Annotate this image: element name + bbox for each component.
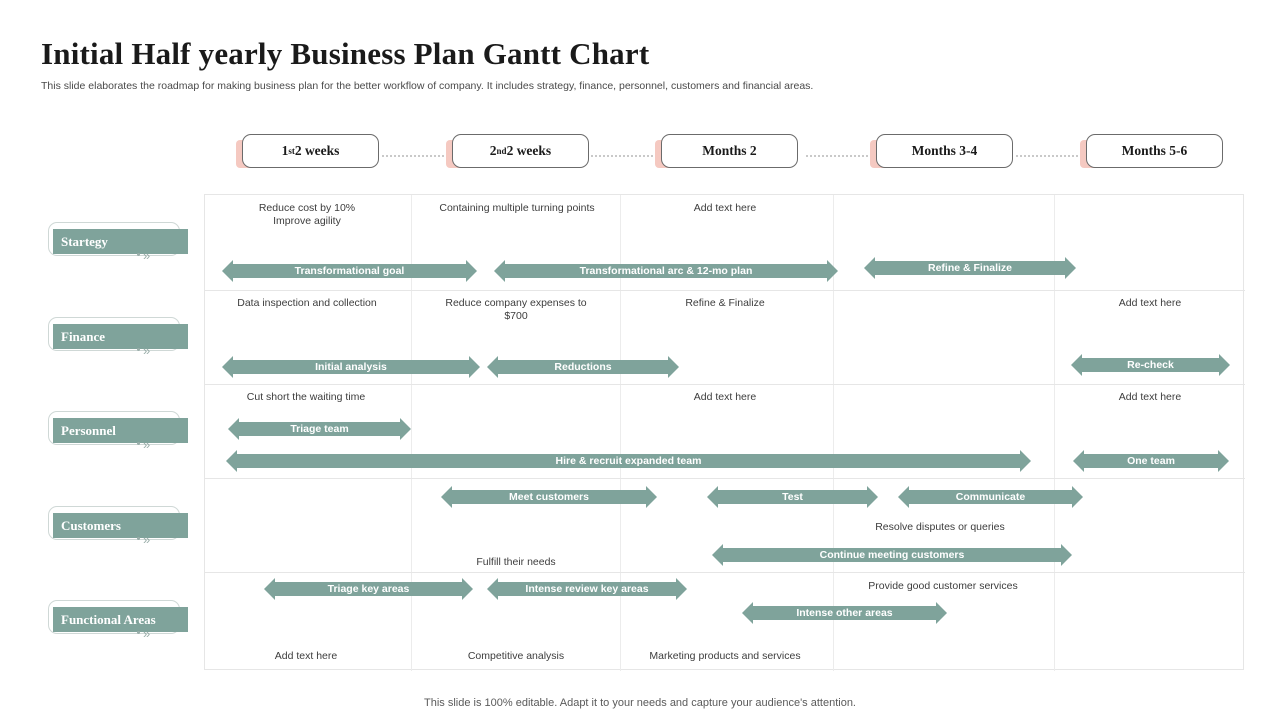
pill-outline bbox=[661, 134, 798, 168]
chevron-right-icon: » bbox=[137, 438, 150, 451]
chevron-right-icon: » bbox=[137, 344, 150, 357]
timeline-col-4-label: Months 3-4 bbox=[911, 143, 978, 158]
row-label-fill bbox=[53, 607, 188, 632]
row-label-customers[interactable]: Customers » bbox=[48, 506, 188, 547]
timeline-col-5-label: Months 5-6 bbox=[1121, 143, 1188, 158]
timeline-connector-2 bbox=[591, 155, 653, 158]
grid-vline bbox=[833, 195, 834, 671]
cell-caption: Add text here bbox=[693, 391, 757, 403]
grid-hline bbox=[205, 572, 1245, 573]
cell-caption: Provide good customer services bbox=[868, 580, 1018, 592]
row-label-personnel[interactable]: Personnel » bbox=[48, 411, 188, 452]
gantt-bar[interactable]: Test bbox=[707, 486, 878, 508]
grid-vline bbox=[620, 195, 621, 671]
chevron-right-icon: » bbox=[137, 533, 150, 546]
grid-hline bbox=[205, 384, 1245, 385]
timeline-connector-3 bbox=[806, 155, 868, 158]
cell-caption: Fulfill their needs bbox=[476, 556, 556, 568]
page-title: Initial Half yearly Business Plan Gantt … bbox=[41, 36, 650, 71]
cell-caption: Refine & Finalize bbox=[685, 297, 765, 309]
row-label-text: Finance bbox=[61, 328, 106, 344]
cell-caption: Add text here bbox=[693, 202, 757, 214]
gantt-bar[interactable]: Triage key areas bbox=[264, 578, 473, 600]
pill-outline bbox=[242, 134, 379, 168]
grid-vline bbox=[1054, 195, 1055, 671]
chevron-right-icon: » bbox=[137, 249, 150, 262]
chevron-right-icon: » bbox=[137, 627, 150, 640]
row-label-fill bbox=[53, 418, 188, 443]
pill-outline bbox=[452, 134, 589, 168]
gantt-bar-label: Reductions bbox=[554, 361, 612, 373]
timeline-col-3[interactable]: Months 2 bbox=[655, 134, 798, 174]
timeline-col-3-label: Months 2 bbox=[702, 143, 757, 158]
gantt-bar[interactable]: Reductions bbox=[487, 356, 679, 378]
gantt-bar-label: Intense other areas bbox=[796, 607, 893, 619]
cell-caption: Reduce company expenses to$700 bbox=[445, 297, 587, 322]
timeline-col-4[interactable]: Months 3-4 bbox=[870, 134, 1013, 174]
row-label-fill bbox=[53, 513, 188, 538]
row-label-text: Startegy bbox=[61, 233, 108, 249]
timeline-connector-4 bbox=[1016, 155, 1078, 158]
gantt-bar[interactable]: Refine & Finalize bbox=[864, 257, 1076, 279]
gantt-bar-label: Refine & Finalize bbox=[927, 262, 1012, 274]
gantt-bar[interactable]: Transformational arc & 12-mo plan bbox=[494, 260, 838, 282]
cell-caption: Marketing products and services bbox=[649, 650, 801, 662]
gantt-bar[interactable]: One team bbox=[1073, 450, 1229, 472]
cell-caption: Competitive analysis bbox=[467, 650, 565, 662]
grid-hline bbox=[205, 478, 1245, 479]
gantt-bar-label: One team bbox=[1127, 455, 1175, 467]
gantt-bar[interactable]: Intense review key areas bbox=[487, 578, 687, 600]
gantt-bar[interactable]: Hire & recruit expanded team bbox=[226, 450, 1031, 472]
row-label-fill bbox=[53, 229, 188, 254]
gantt-bar-label: Re-check bbox=[1127, 359, 1174, 371]
row-label-finance[interactable]: Finance » bbox=[48, 317, 188, 358]
slide-footer: This slide is 100% editable. Adapt it to… bbox=[424, 697, 856, 709]
gantt-bar-label: Communicate bbox=[955, 491, 1026, 503]
gantt-bar-label: Continue meeting customers bbox=[819, 549, 965, 561]
cell-caption: Reduce cost by 10%Improve agility bbox=[258, 202, 356, 227]
pill-outline bbox=[876, 134, 1013, 168]
grid-vline bbox=[411, 195, 412, 671]
cell-caption: Add text here bbox=[1118, 297, 1182, 309]
gantt-bar-label: Test bbox=[782, 491, 803, 503]
gantt-bar[interactable]: Communicate bbox=[898, 486, 1083, 508]
cell-caption: Add text here bbox=[274, 650, 338, 662]
timeline-col-5[interactable]: Months 5-6 bbox=[1080, 134, 1223, 174]
page-subtitle: This slide elaborates the roadmap for ma… bbox=[41, 80, 814, 92]
cell-caption: Containing multiple turning points bbox=[439, 202, 595, 214]
gantt-bar[interactable]: Initial analysis bbox=[222, 356, 480, 378]
cell-caption: Cut short the waiting time bbox=[246, 391, 366, 403]
gantt-bar-label: Initial analysis bbox=[315, 361, 387, 373]
gantt-bar[interactable]: Intense other areas bbox=[742, 602, 947, 624]
row-label-text: Personnel bbox=[61, 422, 116, 438]
gantt-bar-label: Meet customers bbox=[509, 491, 589, 503]
row-label-functional-areas[interactable]: Functional Areas » bbox=[48, 600, 188, 641]
gantt-bar[interactable]: Re-check bbox=[1071, 354, 1230, 376]
cell-caption: Resolve disputes or queries bbox=[875, 521, 1005, 533]
gantt-bar[interactable]: Transformational goal bbox=[222, 260, 477, 282]
cell-caption: Add text here bbox=[1118, 391, 1182, 403]
gantt-bar-label: Transformational arc & 12-mo plan bbox=[579, 265, 753, 277]
gantt-bar-label: Intense review key areas bbox=[525, 583, 649, 595]
row-label-startegy[interactable]: Startegy » bbox=[48, 222, 188, 263]
pill-outline bbox=[1086, 134, 1223, 168]
gantt-bar-label: Triage key areas bbox=[327, 583, 410, 595]
row-label-text: Customers bbox=[61, 517, 121, 533]
grid-hline bbox=[205, 290, 1245, 291]
gantt-bar[interactable]: Triage team bbox=[228, 418, 411, 440]
row-label-fill bbox=[53, 324, 188, 349]
timeline-connector-1 bbox=[382, 155, 444, 158]
gantt-bar[interactable]: Meet customers bbox=[441, 486, 657, 508]
gantt-grid bbox=[204, 194, 1245, 671]
gantt-bar[interactable]: Continue meeting customers bbox=[712, 544, 1072, 566]
gantt-bar-label: Hire & recruit expanded team bbox=[555, 455, 702, 467]
gantt-bar-label: Triage team bbox=[290, 423, 349, 435]
row-label-text: Functional Areas bbox=[61, 611, 156, 627]
cell-caption: Data inspection and collection bbox=[237, 297, 377, 309]
gantt-bar-label: Transformational goal bbox=[294, 265, 405, 277]
